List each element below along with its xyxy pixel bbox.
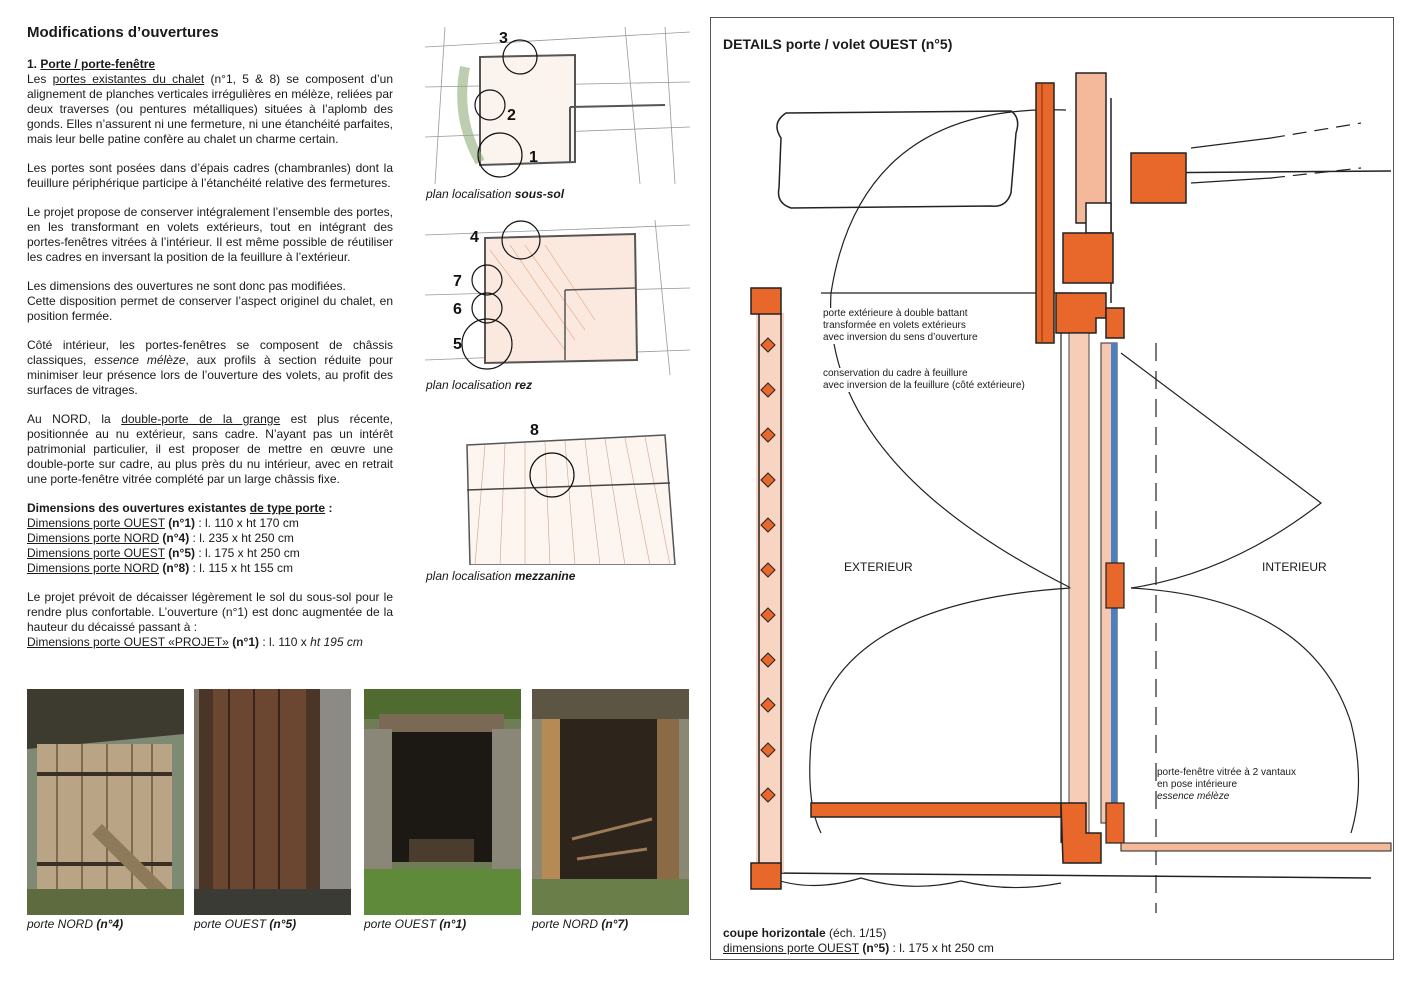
photo-caption: porte NORD (n°7) (532, 917, 629, 931)
detail-section-drawing (750, 72, 1392, 913)
photo-door-north-4 (27, 689, 184, 915)
plan-caption: plan localisation rez (426, 378, 533, 392)
paragraph-dimensions: Les dimensions des ouvertures ne sont do… (27, 279, 393, 323)
plan-caption: plan localisation mezzanine (426, 569, 576, 583)
photo-caption: porte NORD (n°4) (27, 917, 124, 931)
dimension-row: Dimensions porte NORD (n°8) : l. 115 x h… (27, 561, 294, 575)
plan-mezzanine-drawing: 8 (466, 422, 676, 565)
photo-caption: porte OUEST (n°5) (194, 917, 297, 931)
photo-door-north-7 (532, 689, 689, 915)
dimension-row: Dimensions porte OUEST (n°1) : l. 110 x … (27, 516, 299, 530)
plan-marker: 6 (453, 301, 462, 318)
paragraph-interior: Côté intérieur, les portes-fenêtres se c… (27, 338, 393, 397)
label-exterior: EXTERIEUR (844, 560, 913, 574)
plan-rez: 4 7 6 5 (425, 220, 690, 375)
page-title: Modifications d’ouvertures (27, 24, 219, 41)
paragraph-frames: Les portes sont posées dans d’épais cadr… (27, 161, 393, 190)
note-french-window: porte-fenêtre vitrée à 2 vantaux en pose… (1157, 767, 1296, 803)
plan-marker: 5 (453, 336, 462, 353)
plan-sous-sol-drawing: 3 2 1 (425, 27, 690, 184)
photo-door-west-1 (364, 689, 521, 915)
plan-caption: plan localisation sous-sol (426, 187, 565, 201)
photo-door-west-5 (194, 689, 351, 915)
dimension-row: Dimensions porte OUEST (n°5) : l. 175 x … (27, 546, 300, 560)
plan-marker: 8 (530, 422, 539, 439)
plan-marker: 4 (470, 229, 479, 246)
note-double-door: porte extérieure à double battant transf… (823, 308, 978, 344)
plan-marker: 1 (529, 149, 538, 166)
section-heading: 1. Porte / porte-fenêtre Les portes exis… (27, 57, 393, 146)
plan-rez-drawing: 4 7 6 5 (425, 220, 690, 375)
note-frame: conservation du cadre à feuillure avec i… (823, 368, 1025, 392)
text-column: 1. Porte / porte-fenêtre Les portes exis… (27, 57, 393, 650)
plan-sous-sol: 3 2 1 (425, 27, 690, 184)
paragraph-ground: Le projet prévoit de décaisser légèremen… (27, 590, 393, 649)
plan-mezzanine: 8 (425, 415, 690, 565)
plan-marker: 2 (507, 107, 516, 124)
plan-marker: 3 (499, 30, 508, 47)
detail-footer: coupe horizontale (éch. 1/15) dimensions… (723, 926, 994, 955)
paragraph-north: Au NORD, la double-porte de la grange es… (27, 412, 394, 486)
photo-caption: porte OUEST (n°1) (364, 917, 467, 931)
existing-doors-link: portes existantes du chalet (52, 72, 205, 86)
dimensions-list: Dimensions des ouvertures existantes de … (27, 501, 393, 576)
dimension-row: Dimensions porte NORD (n°4) : l. 235 x h… (27, 531, 294, 545)
detail-panel: DETAILS porte / volet OUEST (n°5) (710, 17, 1394, 960)
label-interior: INTERIEUR (1262, 560, 1327, 574)
detail-title: DETAILS porte / volet OUEST (n°5) (723, 36, 953, 52)
plan-marker: 7 (453, 273, 462, 290)
paragraph-project: Le projet propose de conserver intégrale… (27, 205, 393, 264)
